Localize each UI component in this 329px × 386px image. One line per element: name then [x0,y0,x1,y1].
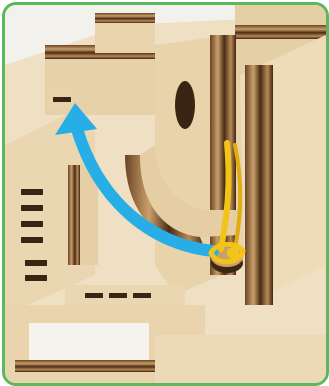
assembly-illustration [5,5,326,383]
